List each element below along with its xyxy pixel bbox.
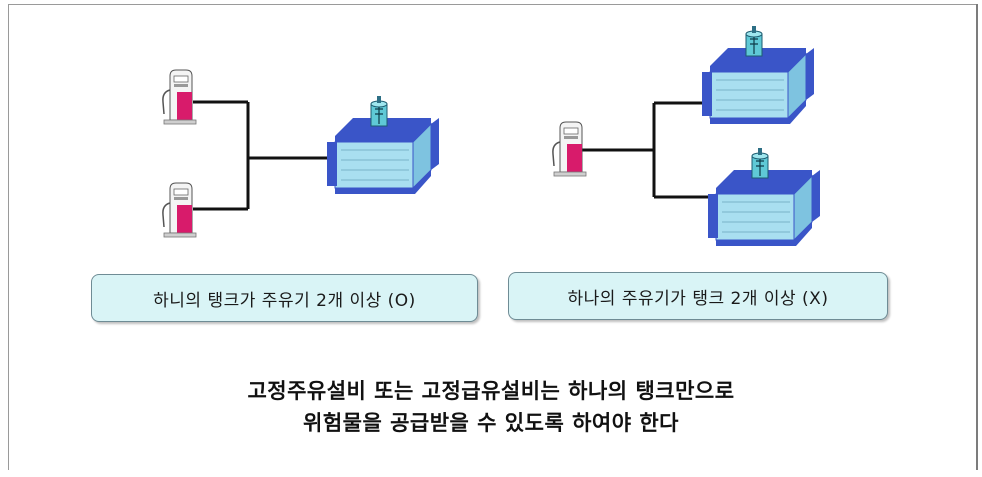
storage-tank-icon — [326, 95, 440, 195]
storage-tank-icon — [701, 25, 815, 125]
pipe-right — [582, 101, 718, 199]
frame-border-top — [8, 4, 976, 5]
fuel-pump-icon — [162, 69, 197, 125]
label-right-text: 하나의 주유기가 탱크 2개 이상 (X) — [567, 288, 829, 309]
caption-line-1: 고정주유설비 또는 고정급유설비는 하나의 탱크만으로 — [247, 379, 735, 403]
fuel-pump-icon — [552, 121, 587, 177]
label-box-right: 하나의 주유기가 탱크 2개 이상 (X) — [508, 272, 888, 320]
label-left-text: 하니의 탱크가 주유기 2개 이상 (O) — [153, 290, 416, 311]
right-diagram — [552, 25, 821, 247]
pipe-left — [193, 100, 338, 211]
caption-line-2: 위험물을 공급받을 수 있도록 하여야 한다 — [303, 411, 679, 435]
left-diagram — [162, 69, 440, 238]
storage-tank-icon — [707, 147, 821, 247]
frame-border-left — [8, 4, 9, 470]
frame-border-right — [976, 4, 978, 470]
fuel-pump-icon — [162, 182, 197, 238]
label-box-left: 하니의 탱크가 주유기 2개 이상 (O) — [91, 274, 478, 322]
